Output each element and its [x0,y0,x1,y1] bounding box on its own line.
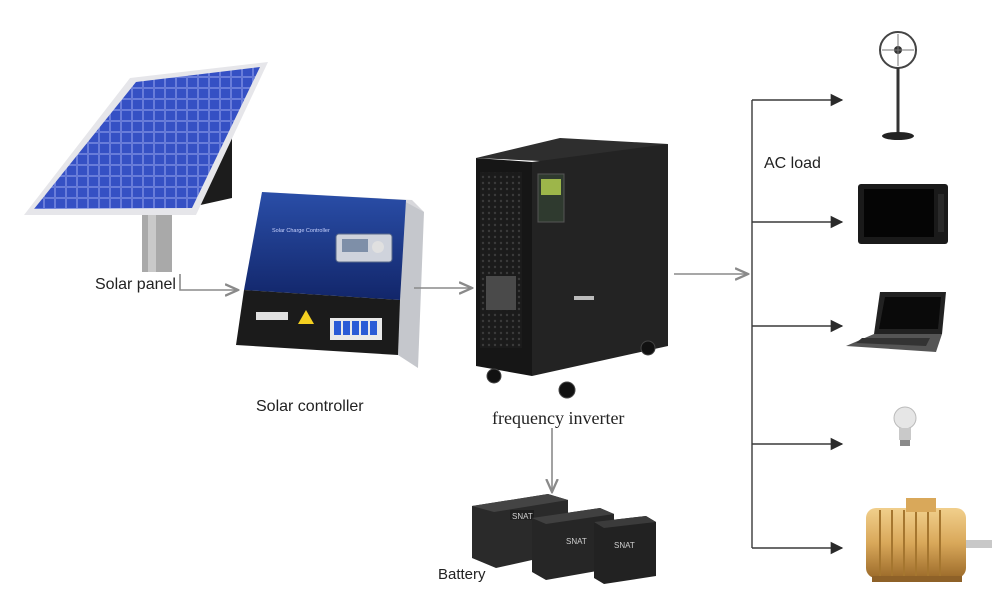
battery-brand-2: SNAT [566,537,587,546]
bulb-icon [893,406,917,446]
controller-face-text: Solar Charge Controller [272,228,330,234]
solar-controller-image: Solar Charge Controller [236,192,424,368]
arrow-panel-to-controller [179,274,238,290]
solar-panel-label: Solar panel [95,276,176,293]
battery-brand-3: SNAT [614,541,635,550]
solar-panel-image [24,62,268,272]
solar-controller-label: Solar controller [256,398,364,415]
frequency-inverter-image [476,138,668,399]
frequency-inverter-label: frequency inverter [492,408,625,428]
fan-icon [879,31,917,140]
ac-load-label: AC load [764,155,821,172]
battery-image: SNAT SNAT SNAT [472,494,656,584]
tv-icon [858,184,948,244]
laptop-icon [846,292,946,352]
battery-label: Battery [438,566,486,583]
motor-icon [866,498,992,582]
battery-brand-1: SNAT [512,512,533,521]
